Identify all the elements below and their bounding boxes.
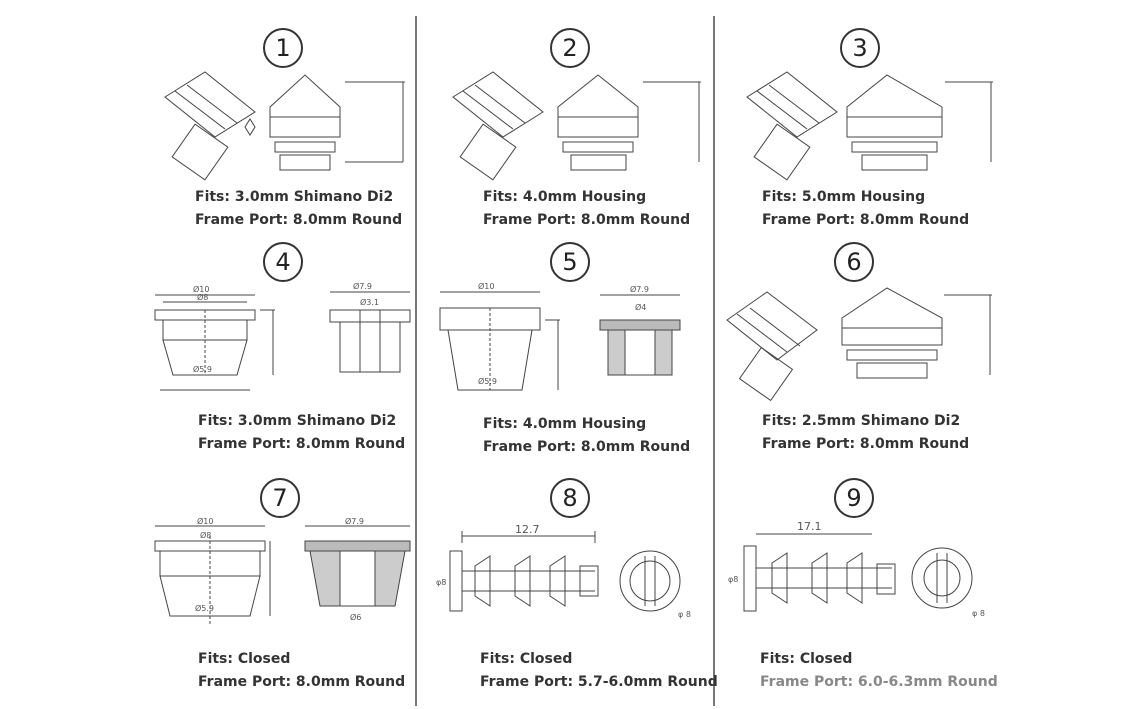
closed-plug-drawing: 12.7 φ8 φ 8 — [430, 521, 710, 646]
frame-port-caption: Frame Port: 8.0mm Round — [483, 212, 691, 228]
fits-caption: Fits: 3.0mm Shimano Di2 — [198, 413, 397, 429]
grommet-item-3: 3 Fits: 5.0mm Housing Frame Port: 8.0mm — [722, 22, 1012, 247]
item-number-badge: 6 — [834, 242, 874, 282]
fits-caption: Fits: Closed — [198, 651, 291, 667]
fits-caption: Fits: 4.0mm Housing — [483, 189, 647, 205]
frame-port-caption: Frame Port: 8.0mm Round — [195, 212, 403, 228]
item-number-badge: 4 — [263, 242, 303, 282]
grommet-item-5: 5 Ø10 Ø7.9 Ø4 Ø5.9 — [425, 240, 715, 465]
closed-grommet-drawing: Ø10 Ø8 Ø7.9 Ø5.9 Ø6 — [145, 516, 425, 641]
grommet-item-9: 9 17.1 φ8 φ 8 — [722, 476, 1012, 701]
fits-caption: Fits: 3.0mm Shimano Di2 — [195, 189, 394, 205]
frame-port-caption: Frame Port: 8.0mm Round — [762, 436, 970, 452]
item-number-badge: 1 — [263, 28, 303, 68]
fits-caption: Fits: Closed — [760, 651, 853, 667]
grommet-item-1: 1 Fits: 3.0 — [140, 22, 430, 247]
fits-caption: Fits: 2.5mm Shimano Di2 — [762, 413, 961, 429]
dim-label: Ø8 — [197, 292, 208, 302]
column-divider-left — [415, 16, 417, 706]
dim-label: φ8 — [436, 578, 446, 587]
item-number-badge: 2 — [550, 28, 590, 68]
dim-label: 17.1 — [797, 520, 822, 533]
frame-port-caption: Frame Port: 5.7-6.0mm Round — [480, 674, 718, 690]
item-number-badge: 3 — [840, 28, 880, 68]
dim-label: Ø6 — [350, 612, 361, 622]
grommet-item-8: 8 12.7 — [425, 476, 718, 701]
dim-label: φ 8 — [972, 609, 985, 618]
dim-label: Ø7.9 — [353, 281, 372, 291]
angled-grommet-drawing — [145, 67, 425, 182]
frame-port-caption: Frame Port: 6.0-6.3mm Round — [760, 674, 998, 690]
dim-label: Ø3.1 — [360, 297, 379, 307]
dim-label: φ 8 — [678, 610, 691, 619]
dim-label: Ø7.9 — [345, 516, 364, 526]
item-number-badge: 7 — [260, 478, 300, 518]
frame-port-caption: Frame Port: 8.0mm Round — [483, 439, 691, 455]
fits-caption: Fits: 5.0mm Housing — [762, 189, 926, 205]
item-number-badge: 5 — [550, 242, 590, 282]
angled-grommet-drawing — [433, 67, 713, 182]
dim-label: Ø5.9 — [478, 376, 497, 386]
angled-grommet-drawing — [722, 280, 1002, 405]
dim-label: Ø4 — [635, 302, 646, 312]
frame-port-caption: Frame Port: 8.0mm Round — [198, 436, 406, 452]
dim-label: φ8 — [728, 575, 738, 584]
angled-grommet-drawing — [727, 67, 1007, 182]
fits-caption: Fits: Closed — [480, 651, 573, 667]
dim-label: Ø5.9 — [195, 603, 214, 613]
dim-label: Ø10 — [197, 516, 213, 526]
dim-label: Ø5.9 — [193, 364, 212, 374]
closed-plug-drawing: 17.1 φ8 φ 8 — [722, 516, 1002, 641]
dim-label: Ø7.9 — [630, 284, 649, 294]
grommet-item-7: 7 Ø10 Ø8 Ø7.9 Ø5.9 Ø — [140, 476, 430, 701]
straight-grommet-drawing: Ø10 Ø7.9 Ø4 Ø5.9 — [430, 280, 710, 405]
item-number-badge: 9 — [834, 478, 874, 518]
fits-caption: Fits: 4.0mm Housing — [483, 416, 647, 432]
grommet-item-6: 6 Fits: 2.5mm Shimano Di2 Frame Port: 8. — [722, 240, 1012, 465]
dim-label: 12.7 — [515, 523, 540, 536]
frame-port-caption: Frame Port: 8.0mm Round — [762, 212, 970, 228]
straight-grommet-drawing: Ø10 Ø8 Ø7.9 Ø3.1 Ø5.9 — [145, 280, 425, 405]
dim-label: Ø10 — [478, 281, 494, 291]
dim-label: Ø10 — [193, 284, 209, 294]
column-divider-right — [713, 16, 715, 706]
grommet-item-2: 2 Fits: 4.0mm Housing Frame Port: 8.0mm — [425, 22, 715, 247]
item-number-badge: 8 — [550, 478, 590, 518]
dim-label: Ø8 — [200, 530, 211, 540]
frame-port-caption: Frame Port: 8.0mm Round — [198, 674, 406, 690]
grommet-item-4: 4 Ø10 — [140, 240, 430, 465]
